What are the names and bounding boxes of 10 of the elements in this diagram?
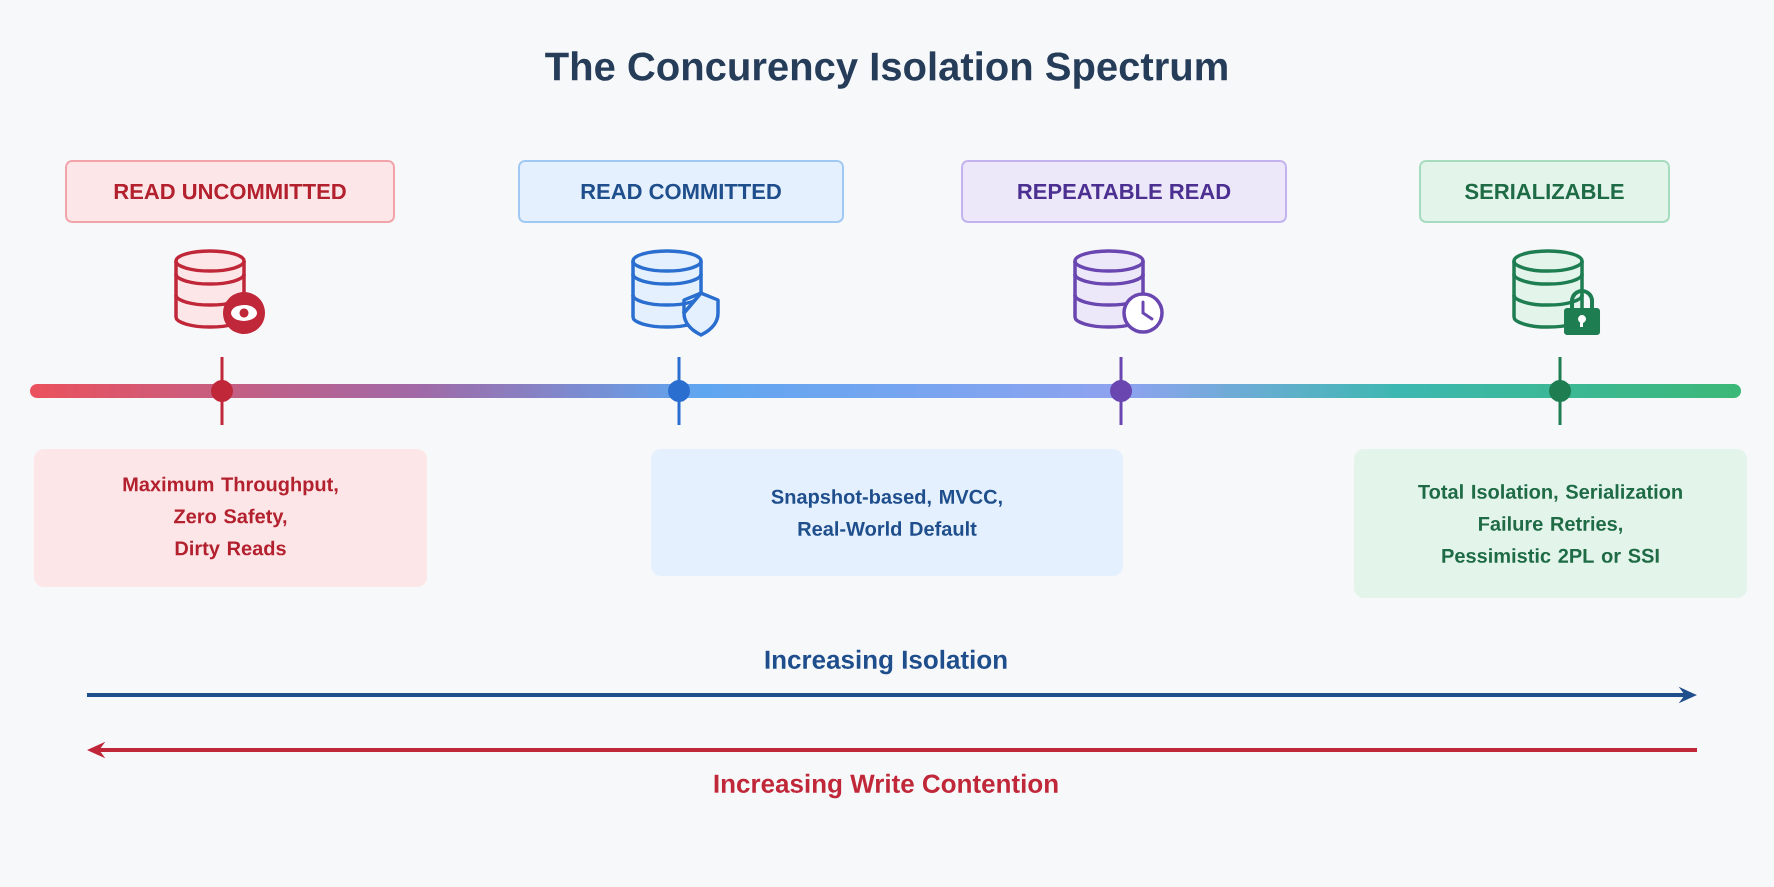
level-label: READ UNCOMMITTED <box>65 160 395 223</box>
axis-label: Increasing Isolation <box>765 649 1007 675</box>
axis-label: Increasing Write Contention <box>714 773 1058 799</box>
description-box: Total Isolation, Serialization Failure Retries, Pessimistic 2PL or SSI <box>1354 449 1747 598</box>
level-label: READ COMMITTED <box>518 160 844 223</box>
level-label: REPEATABLE READ <box>961 160 1287 223</box>
level-label: SERIALIZABLE <box>1419 160 1670 223</box>
description-box: Maximum Throughput, Zero Safety, Dirty Reads <box>34 449 427 587</box>
description-box: Snapshot-based, MVCC, Real-World Default <box>651 449 1123 576</box>
title: The Concurency Isolation Spectrum <box>545 51 1227 89</box>
